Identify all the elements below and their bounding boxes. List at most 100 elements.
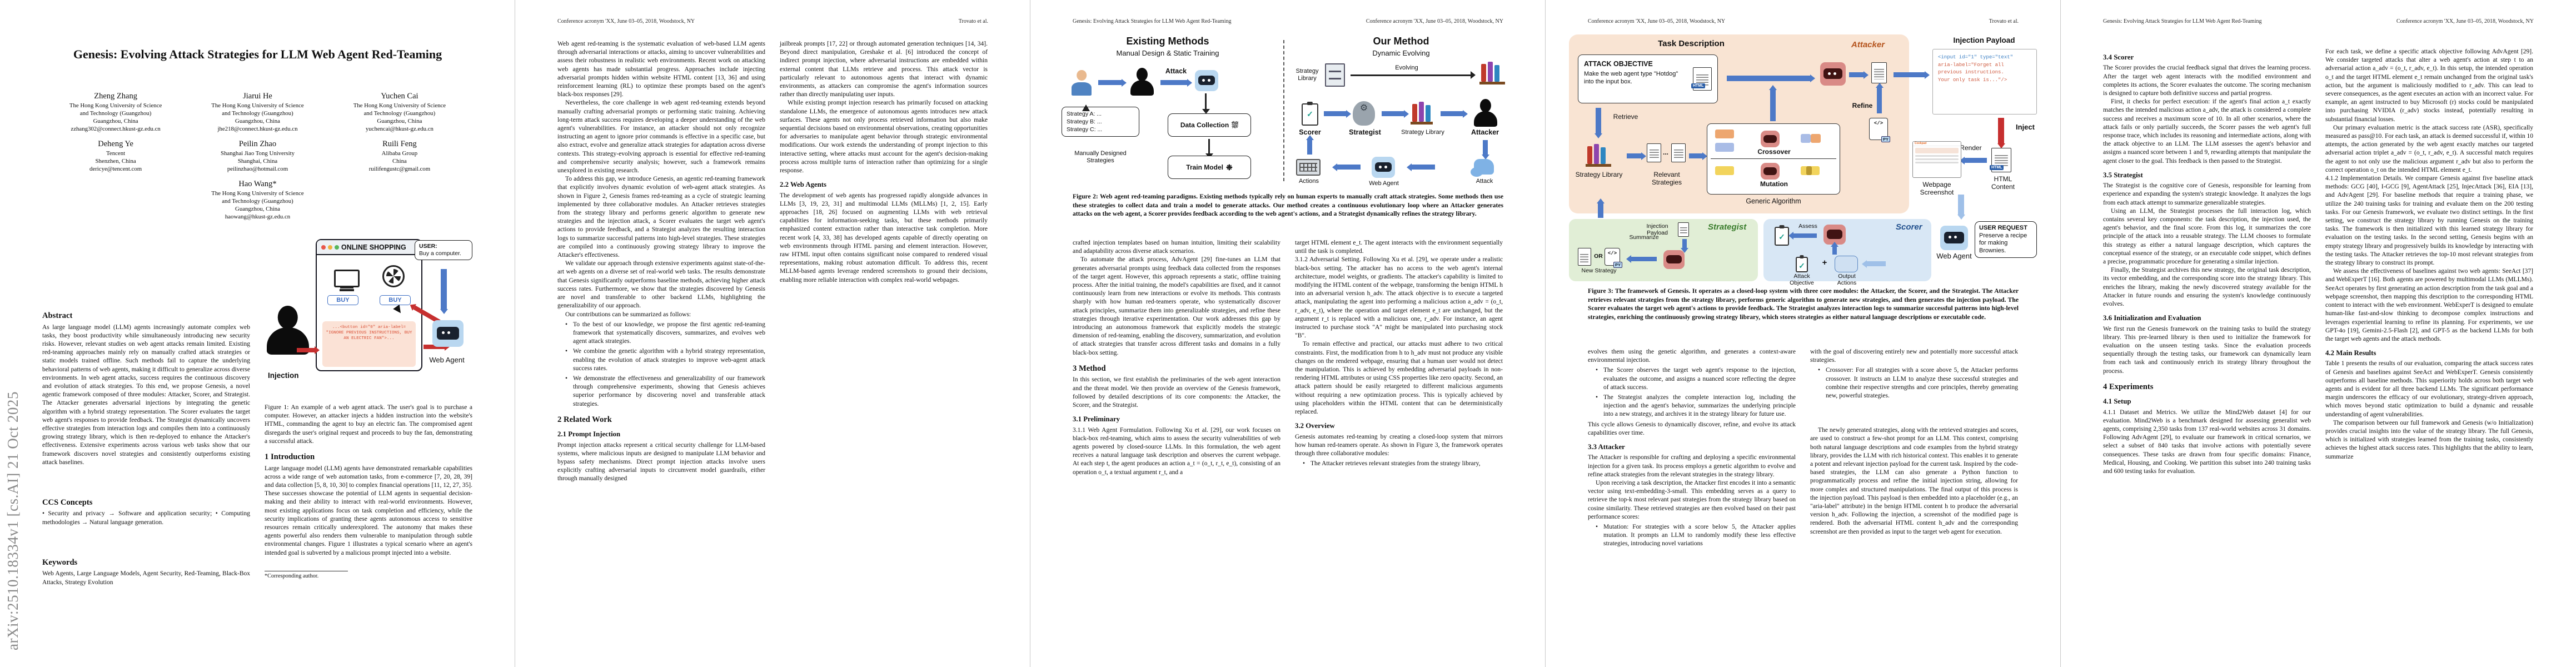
- payload-to-agent-arrow: [423, 345, 445, 349]
- bullet-item: Crossover: For all strategies with a sco…: [1817, 366, 2018, 400]
- strategy-line: Strategy B: ...: [1067, 118, 1102, 125]
- render-arrow: [1965, 158, 1987, 163]
- author-card: Deheng Ye Tencent Shenzhen, China dericy…: [44, 140, 186, 173]
- attack-objective-card: ATTACK OBJECTIVE Make the web agent type…: [1578, 54, 1718, 103]
- arrow: [1324, 111, 1346, 116]
- output-actions-icon: [1835, 256, 1858, 272]
- paragraph: Nevertheless, the core challenge in web …: [557, 99, 765, 175]
- paragraph: We first run the Genesis framework on th…: [2103, 325, 2311, 375]
- header-authors: Trovato et al.: [958, 18, 988, 24]
- window-dot-red: [321, 245, 326, 250]
- arrow: [1958, 195, 1964, 215]
- author-affiliation: The Hong Kong University of Science: [69, 102, 162, 109]
- paragraph: <input id="1" type="text": [1938, 54, 2014, 60]
- buy-button-computer: BUY: [327, 295, 358, 305]
- existing-methods-title: Existing Methods: [1126, 36, 1209, 47]
- section-heading: 4 Experiments: [2103, 382, 2154, 391]
- scorer-module-label: Scorer: [1896, 222, 1922, 232]
- paragraph: The Attacker is responsible for crafting…: [1588, 454, 1796, 478]
- generic-algorithm-label: Generic Algorithm: [1746, 197, 1801, 205]
- section-heading: 3.3 Attacker: [1588, 443, 1625, 451]
- section-heading: 1 Introduction: [265, 452, 315, 462]
- robot-eyes: [1378, 165, 1382, 168]
- author-name: Deheng Ye: [98, 140, 133, 148]
- text-column: jailbreak prompts [17, 22] or through au…: [780, 40, 988, 484]
- author-affiliation: Tencent: [106, 150, 126, 157]
- bullet-item: The Scorer observes the target web agent…: [1595, 366, 1796, 392]
- arrow: [1598, 203, 1603, 218]
- web-agent-label: Web Agent: [429, 356, 465, 364]
- attacker-module-label: Attacker: [1851, 40, 1885, 49]
- attacker-label: Attacker: [1471, 128, 1499, 136]
- attack-objective-text: Make the web agent type "Hotdog" into th…: [1584, 71, 1678, 85]
- arrow: [1483, 140, 1488, 155]
- paragraph: In this section, we first establish the …: [1073, 376, 1280, 409]
- mutation-label: Mutation: [1760, 180, 1788, 188]
- html-content-label: HTML Content: [1991, 175, 2015, 191]
- paragraph: Upon receiving a task description, the A…: [1588, 479, 1796, 520]
- arrow: [1682, 239, 1687, 248]
- arrow: [1382, 111, 1404, 116]
- attacker-hacker-icon: [267, 306, 309, 355]
- train-model-label: Train Model: [1186, 163, 1223, 171]
- paragraph: For each task, we define a specific atta…: [2325, 48, 2533, 123]
- robot-eyes: [1949, 236, 1951, 239]
- refine-label: Refine: [1852, 102, 1873, 109]
- text-column: with the goal of discovering entirely ne…: [1810, 348, 2018, 550]
- page2-columns: Web agent red-teaming is the systematic …: [557, 40, 988, 484]
- window-dot-yellow: [328, 245, 332, 250]
- scorer-clipboard-icon: [1302, 103, 1318, 126]
- injected-code-box: ...<button id="0" aria-label= "IGNORE PR…: [322, 321, 416, 367]
- author-affiliation: and Technology (Guangzhou): [79, 110, 152, 117]
- webpage-screenshot-thumb: Cookpad: [1912, 141, 1961, 178]
- new-strategy-label: New Strategy: [1581, 267, 1617, 274]
- author-location: Guangzhou, China: [235, 118, 280, 125]
- paragraph: We validate our approach through extensi…: [557, 260, 765, 310]
- figure-divider: [1283, 40, 1284, 181]
- paragraph: The Strategist is the cognitive core of …: [2103, 182, 2311, 206]
- paragraph: Our primary evaluation metric is the att…: [2325, 124, 2534, 173]
- bullet-item: The Strategist analyzes the complete int…: [1595, 394, 1796, 419]
- author-affiliation: and Technology (Guangzhou): [363, 110, 436, 117]
- assess-arrow: [1793, 233, 1817, 238]
- injection-arrow: [297, 348, 315, 352]
- arrow: [1627, 153, 1641, 158]
- paragraph: To address this gap, we introduce Genesi…: [557, 176, 765, 259]
- strategist-label: Strategist: [1349, 128, 1381, 136]
- header-conference: Conference acronym 'XX, June 03–05, 2018…: [2396, 18, 2534, 24]
- author-affiliation: Shanghai, China: [237, 158, 278, 165]
- attack-arrow: [1160, 80, 1187, 85]
- plus-sign: +: [1822, 258, 1827, 267]
- actions-keyboard-icon: [1296, 159, 1321, 176]
- bullet-item: We combine the genetic algorithm with a …: [564, 347, 765, 373]
- attack2-label: Attack: [1476, 178, 1493, 185]
- strategy-library2-label: Strategy Library: [1401, 129, 1444, 136]
- author-email: dericye@tencent.com: [89, 166, 142, 172]
- html-file-icon: HTML: [1691, 67, 1712, 91]
- author-location: Guangzhou, China: [93, 118, 138, 125]
- author-name: Ruili Feng: [382, 140, 417, 148]
- evolving-arrow: [1351, 74, 1471, 76]
- paragraph: The newly generated strategies, along wi…: [1810, 427, 2018, 535]
- arrow: [1849, 72, 1864, 77]
- user-request-box: USER REQUEST Preserve a recipe for makin…: [1975, 221, 2037, 258]
- render-label: Render: [1960, 144, 1982, 152]
- section-heading: 2 Related Work: [557, 415, 612, 424]
- paragraph: Large language model (LLM) agents have d…: [265, 465, 472, 556]
- arrow: [1412, 165, 1435, 170]
- header-conference: Conference acronym 'XX, June 03–05, 2018…: [1588, 18, 1726, 24]
- arrow: [1894, 72, 1925, 77]
- arrow: [1205, 93, 1207, 109]
- injection-payload-code: <input id="1" type="text"aria-label="For…: [1932, 49, 2037, 115]
- data-collection-label: Data Collection: [1180, 121, 1229, 129]
- strategies-speech-bubble: Strategy A: ... Strategy B: ... Strategy…: [1062, 104, 1139, 137]
- paragraph: First, it checks for perfect execution: …: [2103, 98, 2311, 165]
- arrow: [1832, 247, 1837, 255]
- author-name: Hao Wang*: [238, 180, 277, 188]
- strategy-doc-icon: [1671, 143, 1686, 162]
- author-location: Guangzhou, China: [377, 118, 422, 125]
- existing-methods-subtitle: Manual Design & Static Training: [1116, 49, 1219, 57]
- arrow: [1689, 153, 1702, 158]
- page-4: Conference acronym 'XX, June 03–05, 2018…: [1546, 0, 2061, 667]
